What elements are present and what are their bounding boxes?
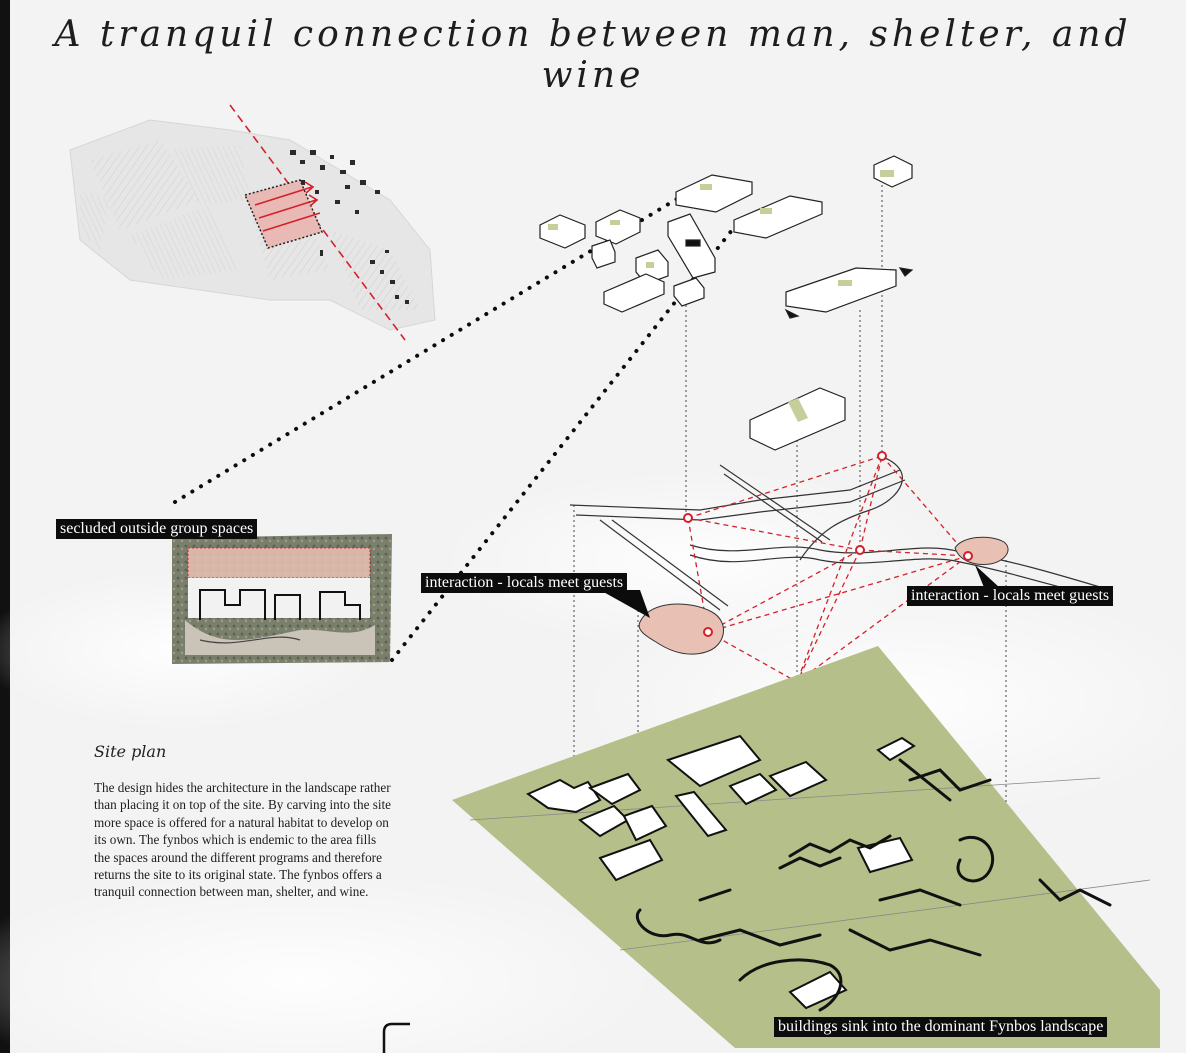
site-plan-description: The design hides the architecture in the…	[94, 780, 392, 900]
road-network	[569, 455, 1111, 611]
frame-mark	[382, 1022, 410, 1053]
network-nodes	[683, 451, 973, 687]
page-title: A tranquil connection between man, shelt…	[54, 14, 1132, 96]
label-interaction-right: interaction - locals meet guests	[907, 586, 1114, 606]
label-group-spaces: secluded outside group spaces	[56, 519, 258, 539]
building-blocks-group	[539, 155, 914, 451]
left-edge-bar	[0, 0, 10, 1053]
context-map	[69, 104, 436, 341]
site-plan-inset	[172, 534, 392, 664]
label-interaction-left: interaction - locals meet guests	[421, 573, 628, 593]
projection-lines	[573, 185, 1007, 910]
relationship-network	[687, 455, 969, 683]
landscape-plane	[452, 646, 1160, 1048]
dotted-connectors	[173, 183, 742, 662]
site-plan-heading: Site plan	[94, 742, 167, 761]
label-buildings-sink: buildings sink into the dominant Fynbos …	[774, 1017, 1108, 1037]
